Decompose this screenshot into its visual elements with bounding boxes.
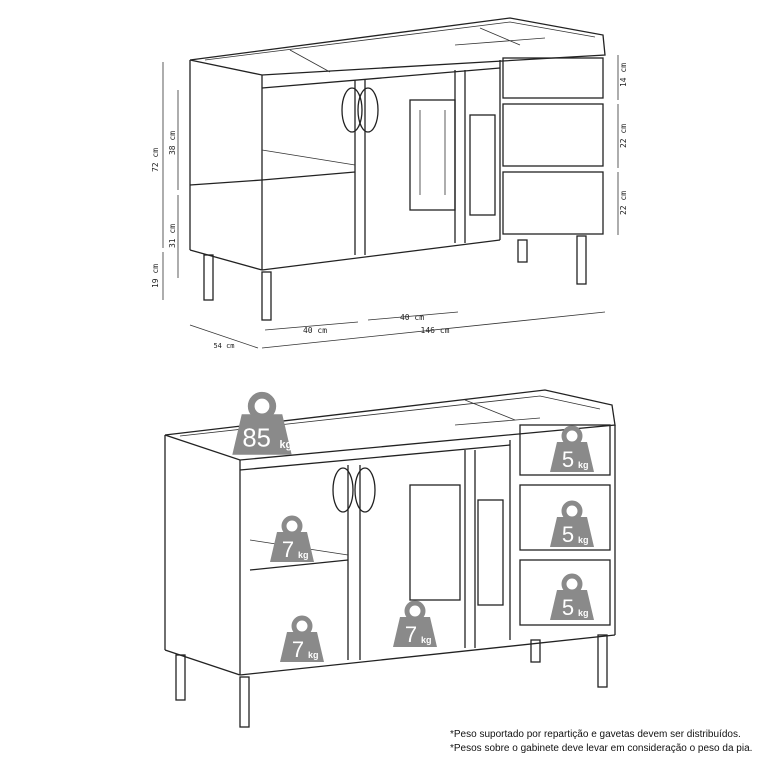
svg-text:5: 5: [562, 522, 574, 547]
svg-text:kg: kg: [298, 550, 309, 560]
dimensioned-cabinet-drawing: [162, 17, 619, 349]
dim-legs: 19 cm: [151, 264, 160, 288]
svg-text:7: 7: [405, 622, 417, 647]
svg-text:7: 7: [282, 537, 294, 562]
svg-text:5: 5: [562, 447, 574, 472]
dim-drawer-bottom: 22 cm: [619, 191, 628, 215]
weight-85kg-top: 85 kg: [232, 395, 292, 454]
svg-text:kg: kg: [578, 535, 589, 545]
dim-height-total: 72 cm: [151, 148, 160, 172]
svg-text:85: 85: [242, 425, 271, 453]
dim-total-width: 146 cm: [421, 326, 450, 335]
dim-upper: 38 cm: [168, 131, 177, 155]
weight-7kg-middle-bottom: 7 kg: [393, 603, 437, 647]
svg-text:kg: kg: [578, 460, 589, 470]
weight-5kg-drawer-2: 5 kg: [550, 503, 594, 547]
dim-drawer-top: 14 cm: [619, 63, 628, 87]
load-capacity-drawing: [164, 389, 616, 728]
svg-text:7: 7: [292, 637, 304, 662]
svg-text:kg: kg: [308, 650, 319, 660]
svg-text:kg: kg: [421, 635, 432, 645]
svg-text:kg: kg: [280, 439, 293, 451]
weight-7kg-left-bottom: 7 kg: [280, 618, 324, 662]
dim-left-door: 40 cm: [303, 326, 327, 335]
dim-lower: 31 cm: [168, 224, 177, 248]
weight-5kg-drawer-1: 5 kg: [550, 428, 594, 472]
weight-5kg-drawer-3: 5 kg: [550, 576, 594, 620]
weight-7kg-shelf: 7 kg: [270, 518, 314, 562]
dim-drawer-middle: 22 cm: [619, 124, 628, 148]
footnote-sink-weight: *Pesos sobre o gabinete deve levar em co…: [450, 743, 753, 754]
dimension-labels: 72 cm 38 cm 31 cm 19 cm 14 cm 22 cm 22 c…: [151, 63, 628, 350]
dim-depth: 54 cm: [213, 342, 234, 350]
footnote-distribution: *Peso suportado por repartição e gavetas…: [450, 729, 741, 740]
svg-text:5: 5: [562, 595, 574, 620]
dim-middle-door: 40 cm: [400, 313, 424, 322]
svg-text:kg: kg: [578, 608, 589, 618]
